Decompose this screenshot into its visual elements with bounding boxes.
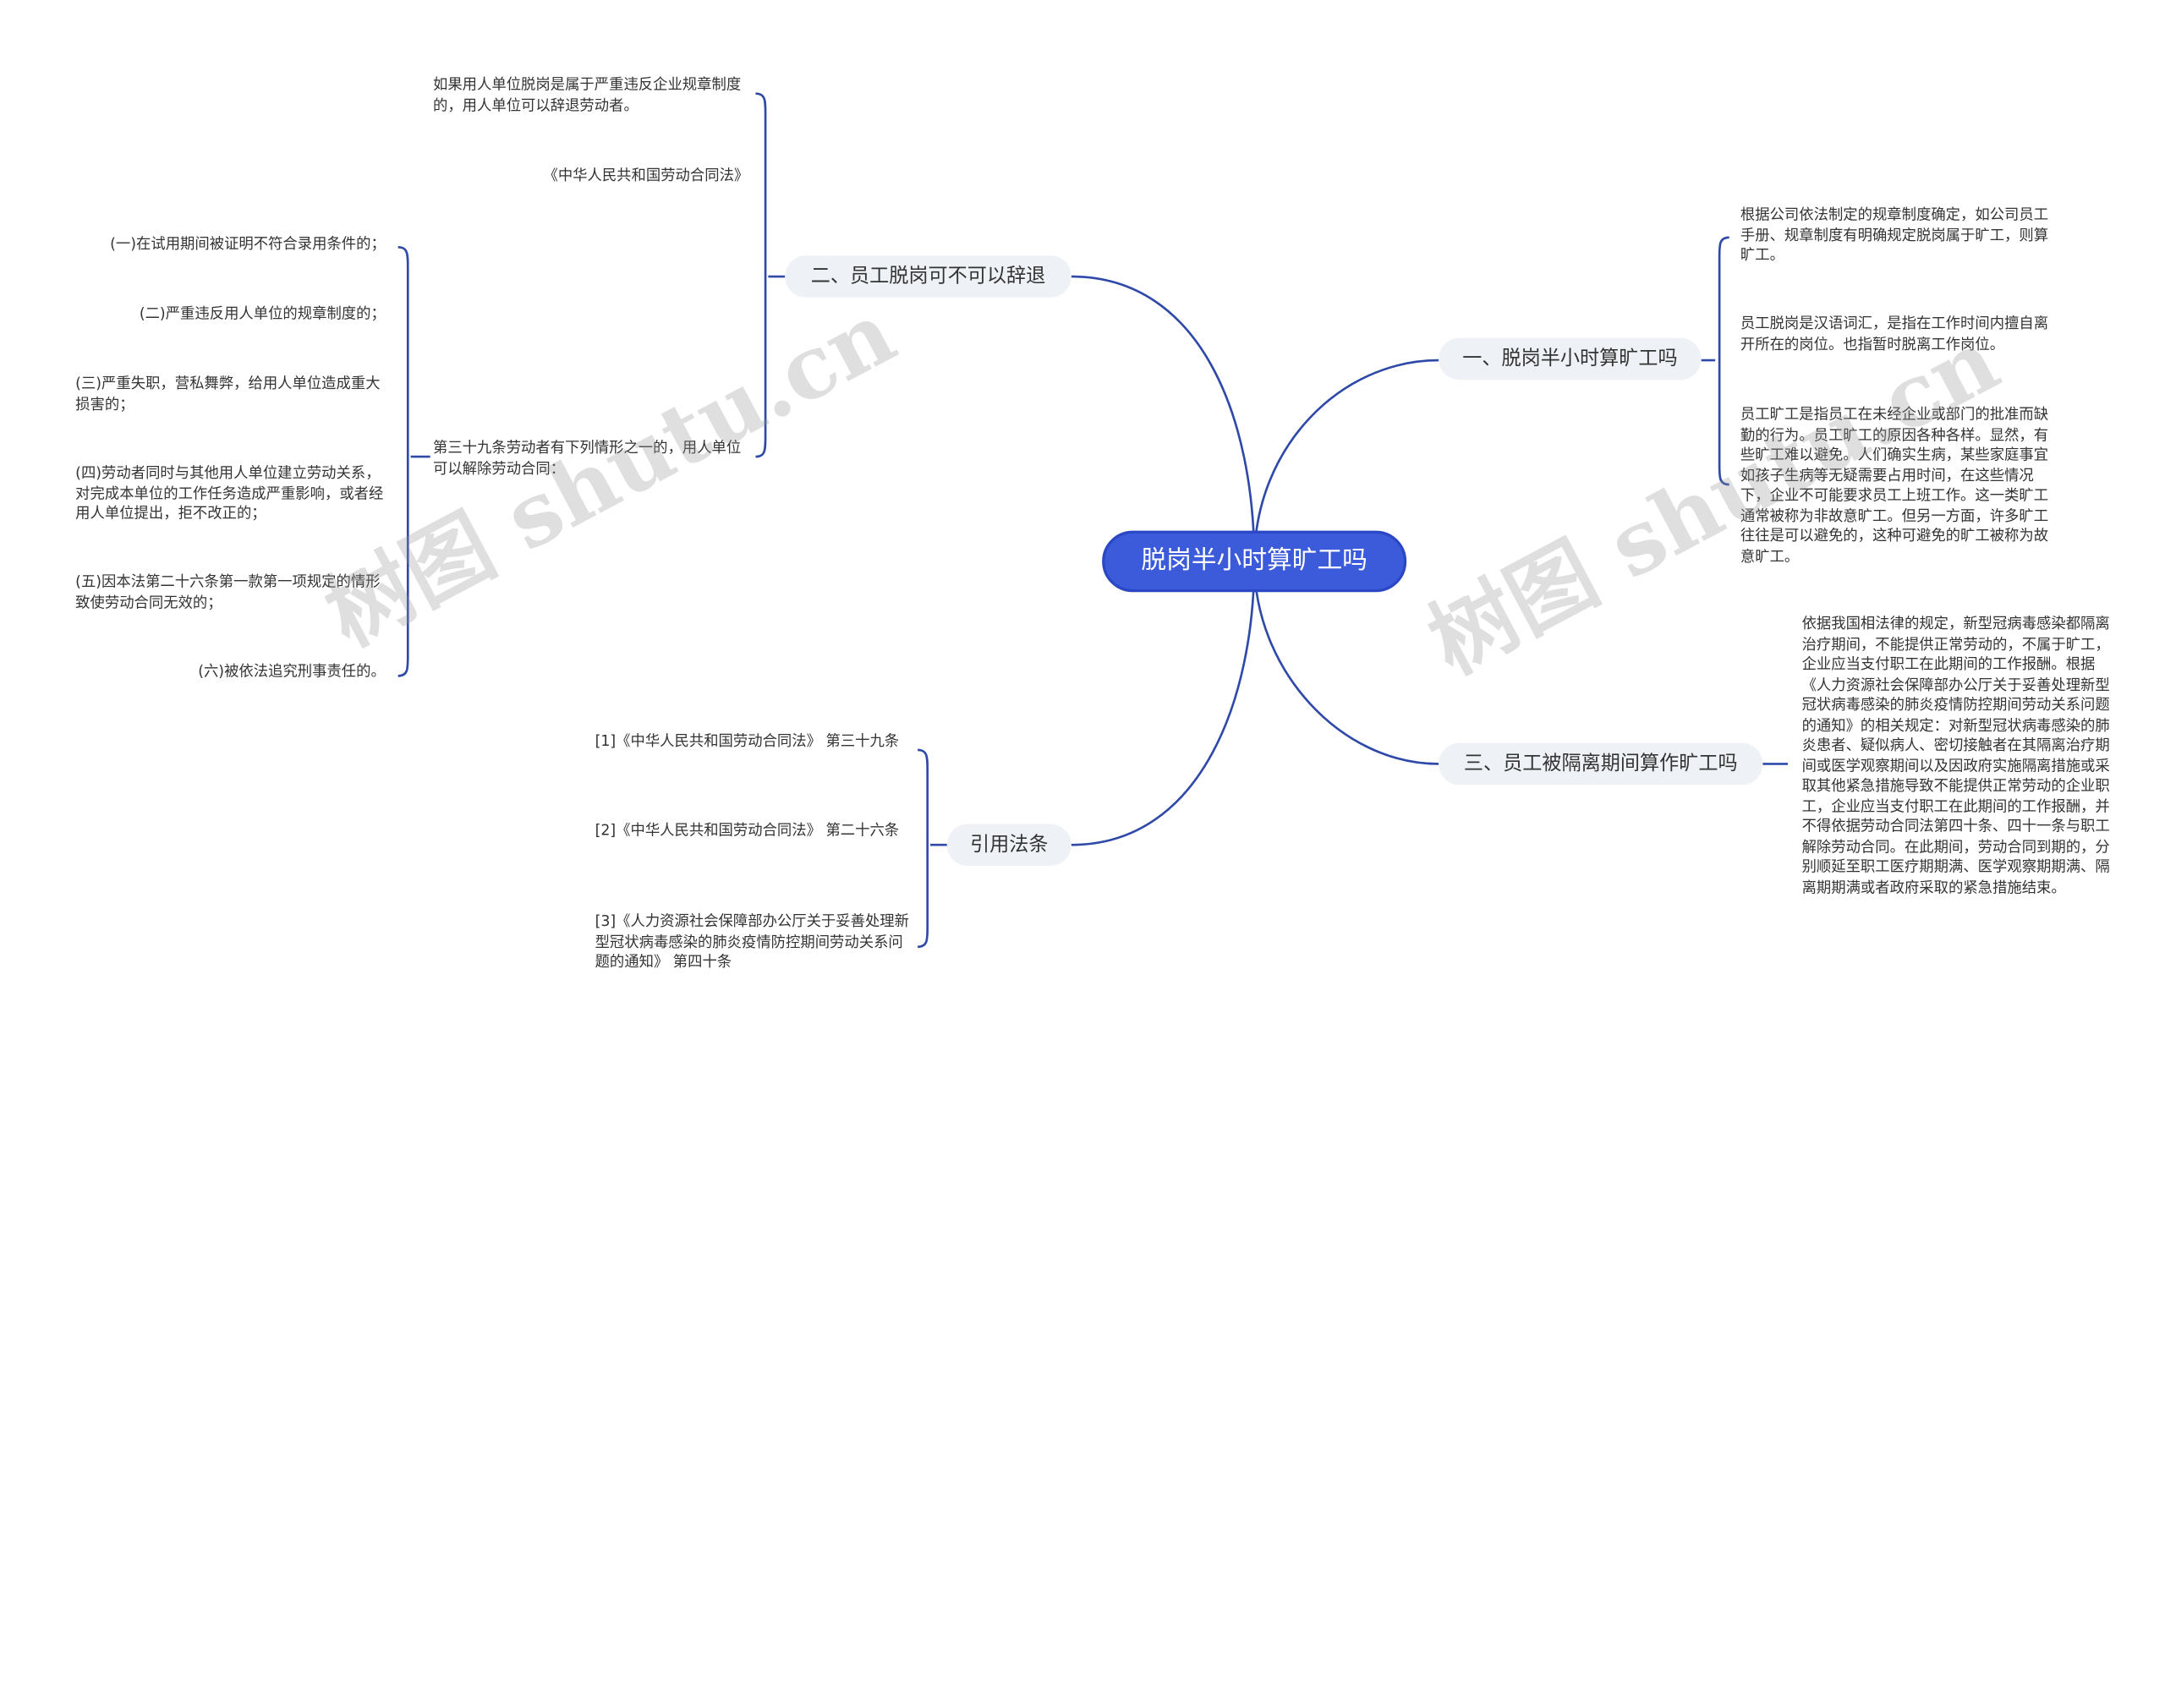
leaf-b2-3[interactable]: 第三十九条劳动者有下列情形之一的，用人单位可以解除劳动合同：	[432, 440, 742, 478]
bracket-b2-sub	[397, 246, 430, 677]
leaf-b2-1[interactable]: 如果用人单位脱岗是属于严重违反企业规章制度的，用人单位可以辞退劳动者。	[432, 76, 742, 114]
leaf-b3-1[interactable]: 依据我国相法律的规定，新型冠病毒感染都隔离治疗期间，不能提供正常劳动的，不属于旷…	[1801, 616, 2110, 896]
branch-b1[interactable]: 一、脱岗半小时算旷工吗	[1439, 337, 1702, 380]
leaf-b4-2[interactable]: [2]《中华人民共和国劳动合同法》 第二十六条	[595, 822, 900, 840]
link-root-b3	[1252, 561, 1439, 765]
leaf-b4-3[interactable]: [3]《人力资源社会保障部办公厅关于妥善处理新型冠状病毒感染的肺炎疫情防控期间劳…	[595, 913, 909, 971]
leaf-b2-sub-3[interactable]: (三)严重失职，营私舞弊，给用人单位造成重大损害的；	[75, 375, 381, 413]
leaf-b4-1[interactable]: [1]《中华人民共和国劳动合同法》 第三十九条	[595, 733, 900, 750]
bracket-b2	[755, 92, 786, 458]
leaf-b2-sub-5[interactable]: (五)因本法第二十六条第一款第一项规定的情形致使劳动合同无效的；	[75, 573, 381, 611]
branch-b4[interactable]: 引用法条	[946, 824, 1072, 866]
root-topic[interactable]: 脱岗半小时算旷工吗	[1102, 530, 1407, 593]
link-root-b4	[1071, 561, 1256, 846]
link-root-b1	[1252, 359, 1439, 561]
leaf-b2-2[interactable]: 《中华人民共和国劳动合同法》	[543, 167, 749, 185]
branch-b2[interactable]: 二、员工脱岗可不可以辞退	[785, 255, 1072, 298]
leaf-b1-3[interactable]: 员工旷工是指员工在未经企业或部门的批准而缺勤的行为。员工旷工的原因各种各样。显然…	[1740, 406, 2049, 566]
link-root-b2	[1071, 275, 1256, 561]
branch-b3[interactable]: 三、员工被隔离期间算作旷工吗	[1439, 742, 1763, 786]
leaf-b2-sub-4[interactable]: (四)劳动者同时与其他用人单位建立劳动关系，对完成本单位的工作任务造成严重影响，…	[75, 464, 384, 523]
connector-lines	[397, 92, 1789, 949]
leaf-b2-sub-6[interactable]: (六)被依法追究刑事责任的。	[198, 663, 386, 681]
leaf-b2-sub-1[interactable]: (一)在试用期间被证明不符合录用条件的；	[110, 236, 386, 253]
bracket-b1	[1701, 236, 1729, 486]
bracket-b4	[918, 748, 947, 949]
leaf-b2-sub-2[interactable]: (二)严重违反用人单位的规章制度的；	[139, 305, 386, 323]
leaf-b1-2[interactable]: 员工脱岗是汉语词汇，是指在工作时间内擅自离开所在的岗位。也指暂时脱离工作岗位。	[1740, 315, 2049, 353]
leaf-b1-1[interactable]: 根据公司依法制定的规章制度确定，如公司员工手册、规章制度有明确规定脱岗属于旷工，…	[1740, 206, 2049, 265]
